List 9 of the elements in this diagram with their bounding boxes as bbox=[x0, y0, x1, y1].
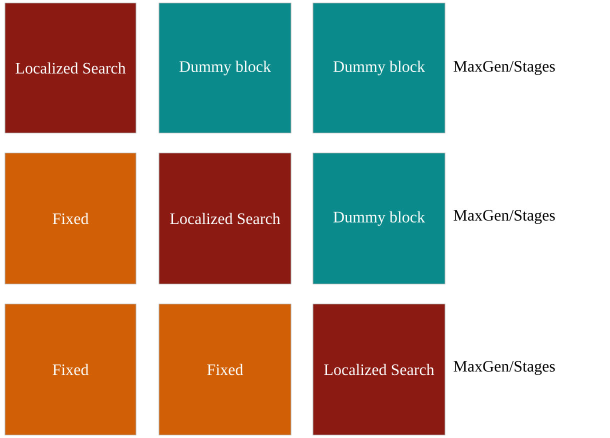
block-box: Fixed bbox=[4, 152, 136, 284]
block-box: Dummy block bbox=[158, 2, 292, 134]
block-box: Dummy block bbox=[312, 152, 446, 284]
block-box: Localized Search bbox=[312, 304, 446, 436]
block-box: Fixed bbox=[4, 304, 136, 436]
block-box: Fixed bbox=[158, 304, 292, 436]
block-box: Localized Search bbox=[158, 152, 292, 284]
block-box: Dummy block bbox=[312, 2, 446, 134]
block-box: Localized Search bbox=[4, 2, 136, 134]
